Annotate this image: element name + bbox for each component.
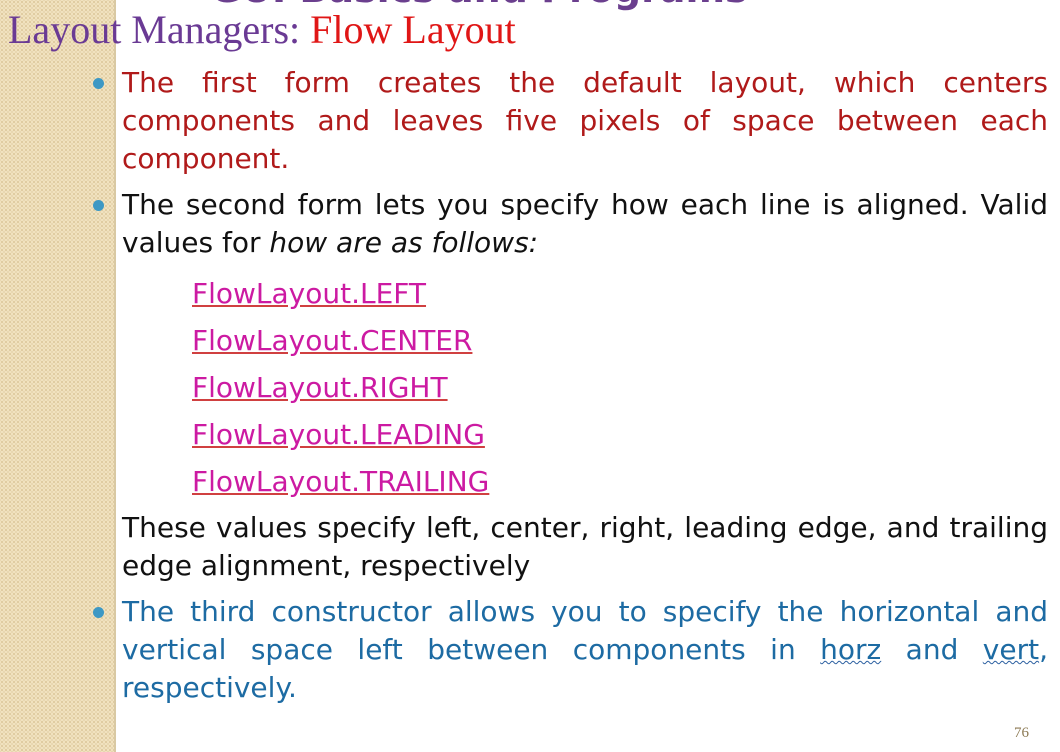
slide-title: Layout Managers: Flow Layout — [8, 6, 516, 54]
bullet-dot-icon — [93, 607, 104, 618]
bullet-third-and: and — [881, 633, 983, 666]
alignment-value: FlowLayout.RIGHT — [192, 371, 448, 404]
alignment-explanation: These values specify left, center, right… — [122, 511, 1048, 582]
bullet-second-text: The second form lets you specify how eac… — [122, 188, 1048, 259]
bullet-third-end: , respectively. — [122, 633, 1048, 704]
param-horz: horz — [820, 633, 882, 666]
bullet-third-constructor: The third constructor allows you to spec… — [93, 593, 1048, 707]
title-topic: Flow Layout — [310, 7, 516, 52]
bullet-second-form: The second form lets you specify how eac… — [93, 186, 1048, 262]
cut-off-heading: GUI Basics and Programs — [210, 0, 748, 8]
side-texture-strip — [0, 0, 115, 752]
bullet-dot-icon — [93, 200, 104, 211]
alignment-value: FlowLayout.LEFT — [192, 277, 427, 310]
alignment-values-list: FlowLayout.LEFT FlowLayout.CENTER FlowLa… — [192, 270, 1048, 505]
bullet-third-text: The third constructor allows you to spec… — [122, 595, 1048, 666]
bullet-first-form: The first form creates the default layou… — [93, 64, 1048, 178]
alignment-value: FlowLayout.CENTER — [192, 324, 473, 357]
alignment-value: FlowLayout.TRAILING — [192, 465, 490, 498]
param-vert: vert — [982, 633, 1040, 666]
side-strip-edge — [114, 0, 116, 752]
bullet-second-italic: how are as follows: — [269, 226, 539, 259]
bullet-dot-icon — [93, 78, 104, 89]
alignment-value: FlowLayout.LEADING — [192, 418, 485, 451]
page-number: 76 — [1014, 725, 1029, 741]
title-prefix: Layout Managers: — [8, 7, 311, 52]
slide-content: The first form creates the default layou… — [93, 64, 1048, 707]
bullet-first-text: The first form creates the default layou… — [122, 66, 1048, 175]
